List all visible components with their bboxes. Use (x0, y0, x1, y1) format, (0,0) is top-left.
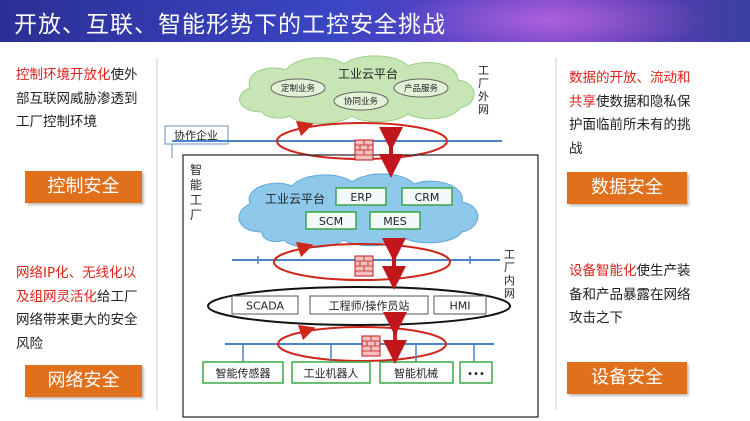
ring-1-arrow (295, 120, 314, 137)
factory-char-2: 能 (190, 178, 202, 192)
crm-box[interactable] (401, 187, 453, 206)
ring-2 (273, 243, 451, 281)
partner-label: 协作企业 (174, 128, 218, 142)
left-bottom-rest: 给工厂网络带来更大的安全风险 (16, 288, 138, 352)
smart-sensor-box[interactable] (202, 361, 284, 384)
ring-3-arrow (297, 324, 316, 341)
ring-2-arrow (295, 241, 314, 258)
intranet-char-1: 工 (504, 248, 515, 261)
outer-net-char-3: 外 (478, 90, 489, 103)
firewall-icon (361, 335, 381, 357)
outer-net-char-2: 厂 (478, 77, 489, 90)
industrial-robot-label: 工业机器人 (304, 366, 359, 380)
factory-char-1: 智 (190, 162, 202, 177)
engineer-station-label: 工程师/操作员站 (329, 299, 410, 313)
mes-box[interactable] (369, 211, 421, 230)
oval-collab-business[interactable] (333, 91, 389, 111)
left-bottom-highlight: 网络IP化、无线化以及组网灵活化 (16, 265, 137, 305)
erp-label: ERP (350, 191, 372, 204)
scm-box[interactable] (305, 211, 357, 230)
firewall-icon (354, 255, 374, 277)
crm-label: CRM (415, 191, 440, 204)
more-devices-label: ••• (467, 369, 485, 380)
smart-sensor-label: 智能传感器 (216, 366, 271, 380)
industrial-robot-box[interactable] (291, 361, 371, 384)
inner-cloud-title: 工业云平台 (265, 191, 325, 206)
device-security-button[interactable]: 设备安全 (567, 362, 687, 394)
right-top-highlight: 数据的开放、流动和共享 (569, 70, 691, 110)
intranet-char-4: 网 (504, 287, 515, 300)
engineer-station-box[interactable] (309, 295, 429, 315)
oval-product-service[interactable] (393, 78, 449, 98)
firewall-icon (354, 139, 374, 161)
outer-cloud-title: 工业云平台 (338, 66, 398, 81)
outer-net-char-1: 工 (478, 64, 489, 77)
hmi-box[interactable] (433, 295, 487, 315)
network-security-button[interactable]: 网络安全 (25, 365, 142, 397)
left-top-highlight: 控制环境开放化 (16, 67, 111, 83)
partner-box[interactable] (164, 125, 229, 145)
outer-net-char-4: 网 (478, 103, 489, 116)
smart-machine-label: 智能机械 (394, 366, 438, 380)
inner-cloud (238, 173, 479, 248)
oval-custom-business[interactable] (270, 78, 326, 98)
right-top-text: 数据的开放、流动和共享使数据和隐私保护面临前所未有的挑战 (569, 67, 691, 161)
control-security-button[interactable]: 控制安全 (25, 171, 142, 203)
title-banner: 开放、互联、智能形势下的工控安全挑战 (0, 0, 750, 42)
right-bottom-text: 设备智能化使生产装备和产品暴露在网络攻击之下 (569, 260, 691, 331)
oval-collab-business-label: 协同业务 (344, 96, 379, 107)
oval-custom-business-label: 定制业务 (281, 83, 316, 94)
right-bottom-highlight: 设备智能化 (569, 263, 637, 279)
hmi-label: HMI (449, 300, 470, 313)
erp-box[interactable] (335, 187, 387, 206)
mes-label: MES (383, 215, 406, 228)
intranet-char-2: 厂 (504, 261, 515, 274)
scada-box[interactable] (231, 295, 299, 315)
oval-product-service-label: 产品服务 (404, 83, 439, 94)
page-title: 开放、互联、智能形势下的工控安全挑战 (14, 12, 446, 38)
more-devices-box[interactable] (459, 361, 493, 384)
banner-glow (390, 0, 710, 42)
ring-3 (277, 326, 447, 362)
left-bottom-text: 网络IP化、无线化以及组网灵活化给工厂网络带来更大的安全风险 (16, 262, 146, 356)
scada-label: SCADA (246, 300, 284, 313)
right-bottom-rest: 使生产装备和产品暴露在网络攻击之下 (569, 263, 691, 326)
left-top-text: 控制环境开放化使外部互联网威胁渗透到工厂控制环境 (16, 64, 146, 135)
scm-label: SCM (319, 215, 343, 228)
right-top-rest: 使数据和隐私保护面临前所未有的挑战 (569, 93, 691, 157)
left-top-rest: 使外部互联网威胁渗透到工厂控制环境 (16, 67, 138, 130)
factory-char-4: 厂 (190, 208, 202, 222)
data-security-button[interactable]: 数据安全 (567, 172, 687, 204)
outer-cloud (239, 55, 475, 124)
smart-machine-box[interactable] (379, 361, 454, 384)
intranet-char-3: 内 (504, 273, 515, 287)
factory-char-3: 工 (190, 193, 202, 207)
